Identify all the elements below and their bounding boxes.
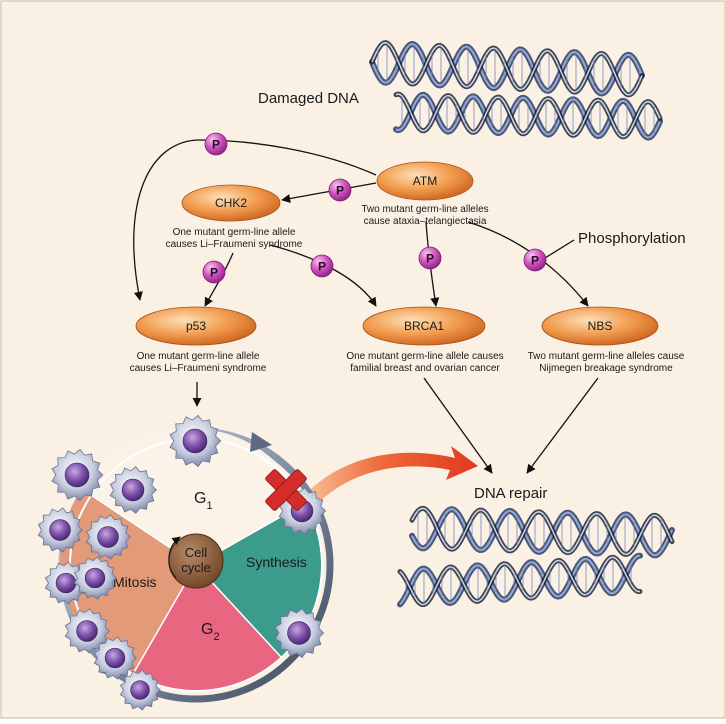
atm-label: ATM: [413, 174, 437, 188]
cell-icon: [109, 466, 158, 514]
damaged-dna-label: Damaged DNA: [258, 90, 359, 107]
repaired-dna-helix: [397, 505, 675, 608]
phosphate-marker-1: P: [204, 132, 228, 156]
chk2-note-line-1: One mutant germ-line allele: [173, 227, 296, 238]
chk2-label: CHK2: [215, 196, 247, 210]
cell-icon: [64, 608, 110, 654]
ring-arrow-head: [250, 432, 272, 452]
g2-label: G2: [201, 621, 220, 643]
g2-phase-sector: [133, 565, 281, 691]
arrow-atm-to-p53: [133, 139, 377, 301]
cell-icon: [119, 669, 161, 711]
cell-cycle-label-line-1: Cell: [185, 545, 208, 560]
p53-label: p53: [186, 319, 206, 333]
cell-icon: [274, 607, 325, 659]
node-chk2: CHK2 One mutant germ-line allele causes …: [166, 184, 303, 250]
arrow-nbs-to-repair: [526, 377, 599, 474]
cell-icon: [37, 507, 83, 553]
node-atm: ATM Two mutant germ-line alleles cause a…: [361, 161, 489, 227]
phosphate-symbol: P: [531, 254, 539, 268]
p53-note-line-2: causes Li–Fraumeni syndrome: [130, 363, 267, 374]
arrow-brca1-to-repair: [423, 377, 493, 474]
brca1-label: BRCA1: [404, 319, 444, 333]
phosphate-marker-3: P: [202, 260, 226, 284]
nbs-note-line-1: Two mutant germ-line alleles cause: [528, 351, 685, 362]
arrow-chk2-to-brca1: [269, 244, 377, 307]
phosphate-symbol: P: [318, 260, 326, 274]
nbs-label: NBS: [588, 319, 613, 333]
phosphate-marker-6: P: [523, 248, 547, 272]
chk2-note-line-2: causes Li–Fraumeni syndrome: [166, 239, 303, 250]
cycle-direction-arrow: [168, 536, 181, 579]
phosphorylation-pointer: [544, 239, 575, 259]
blocked-progression-arrow: [300, 446, 478, 512]
dna-repair-label: DNA repair: [474, 485, 547, 502]
p53-note-line-1: One mutant germ-line allele: [137, 351, 260, 362]
brca1-note-line-1: One mutant germ-line allele causes: [346, 351, 503, 362]
cell-icon: [51, 448, 104, 502]
damaged-dna-helix: [369, 40, 663, 141]
cell-icon: [93, 636, 137, 680]
cell-cycle-label-line-2: cycle: [181, 560, 211, 575]
phosphorylation-label: Phosphorylation: [578, 230, 686, 247]
synthesis-label: Synthesis: [246, 554, 307, 570]
nbs-note-line-2: Nijmegen breakage syndrome: [539, 363, 673, 374]
phosphate-symbol: P: [426, 252, 434, 266]
phosphate-marker-5: P: [418, 246, 442, 270]
pathway-arrows: [133, 139, 599, 474]
mitosis-label: Mitosis: [113, 574, 157, 590]
phosphate-symbol: P: [336, 184, 344, 198]
cell-icon: [169, 414, 222, 468]
cycle-arrest-cross-icon: [265, 469, 307, 511]
phosphate-marker-2: P: [328, 178, 352, 202]
brca1-note-line-2: familial breast and ovarian cancer: [350, 363, 500, 374]
g1-phase-sector: [82, 428, 305, 565]
node-p53: p53 One mutant germ-line allele causes L…: [130, 306, 267, 374]
cell-icon: [73, 556, 117, 600]
phosphate-marker-4: P: [310, 254, 334, 278]
atm-note-line-1: Two mutant germ-line alleles: [361, 204, 488, 215]
phosphate-markers: P P P P P P: [202, 132, 547, 284]
atm-note-line-2: cause ataxia–telangiectasia: [364, 216, 487, 227]
cell-icon: [85, 514, 131, 560]
phosphate-symbol: P: [212, 138, 220, 152]
cells-layer: [37, 414, 327, 711]
g1-label: G1: [194, 490, 213, 512]
node-nbs: NBS Two mutant germ-line alleles cause N…: [528, 306, 685, 374]
node-brca1: BRCA1 One mutant germ-line allele causes…: [346, 306, 504, 374]
phosphate-symbol: P: [210, 266, 218, 280]
